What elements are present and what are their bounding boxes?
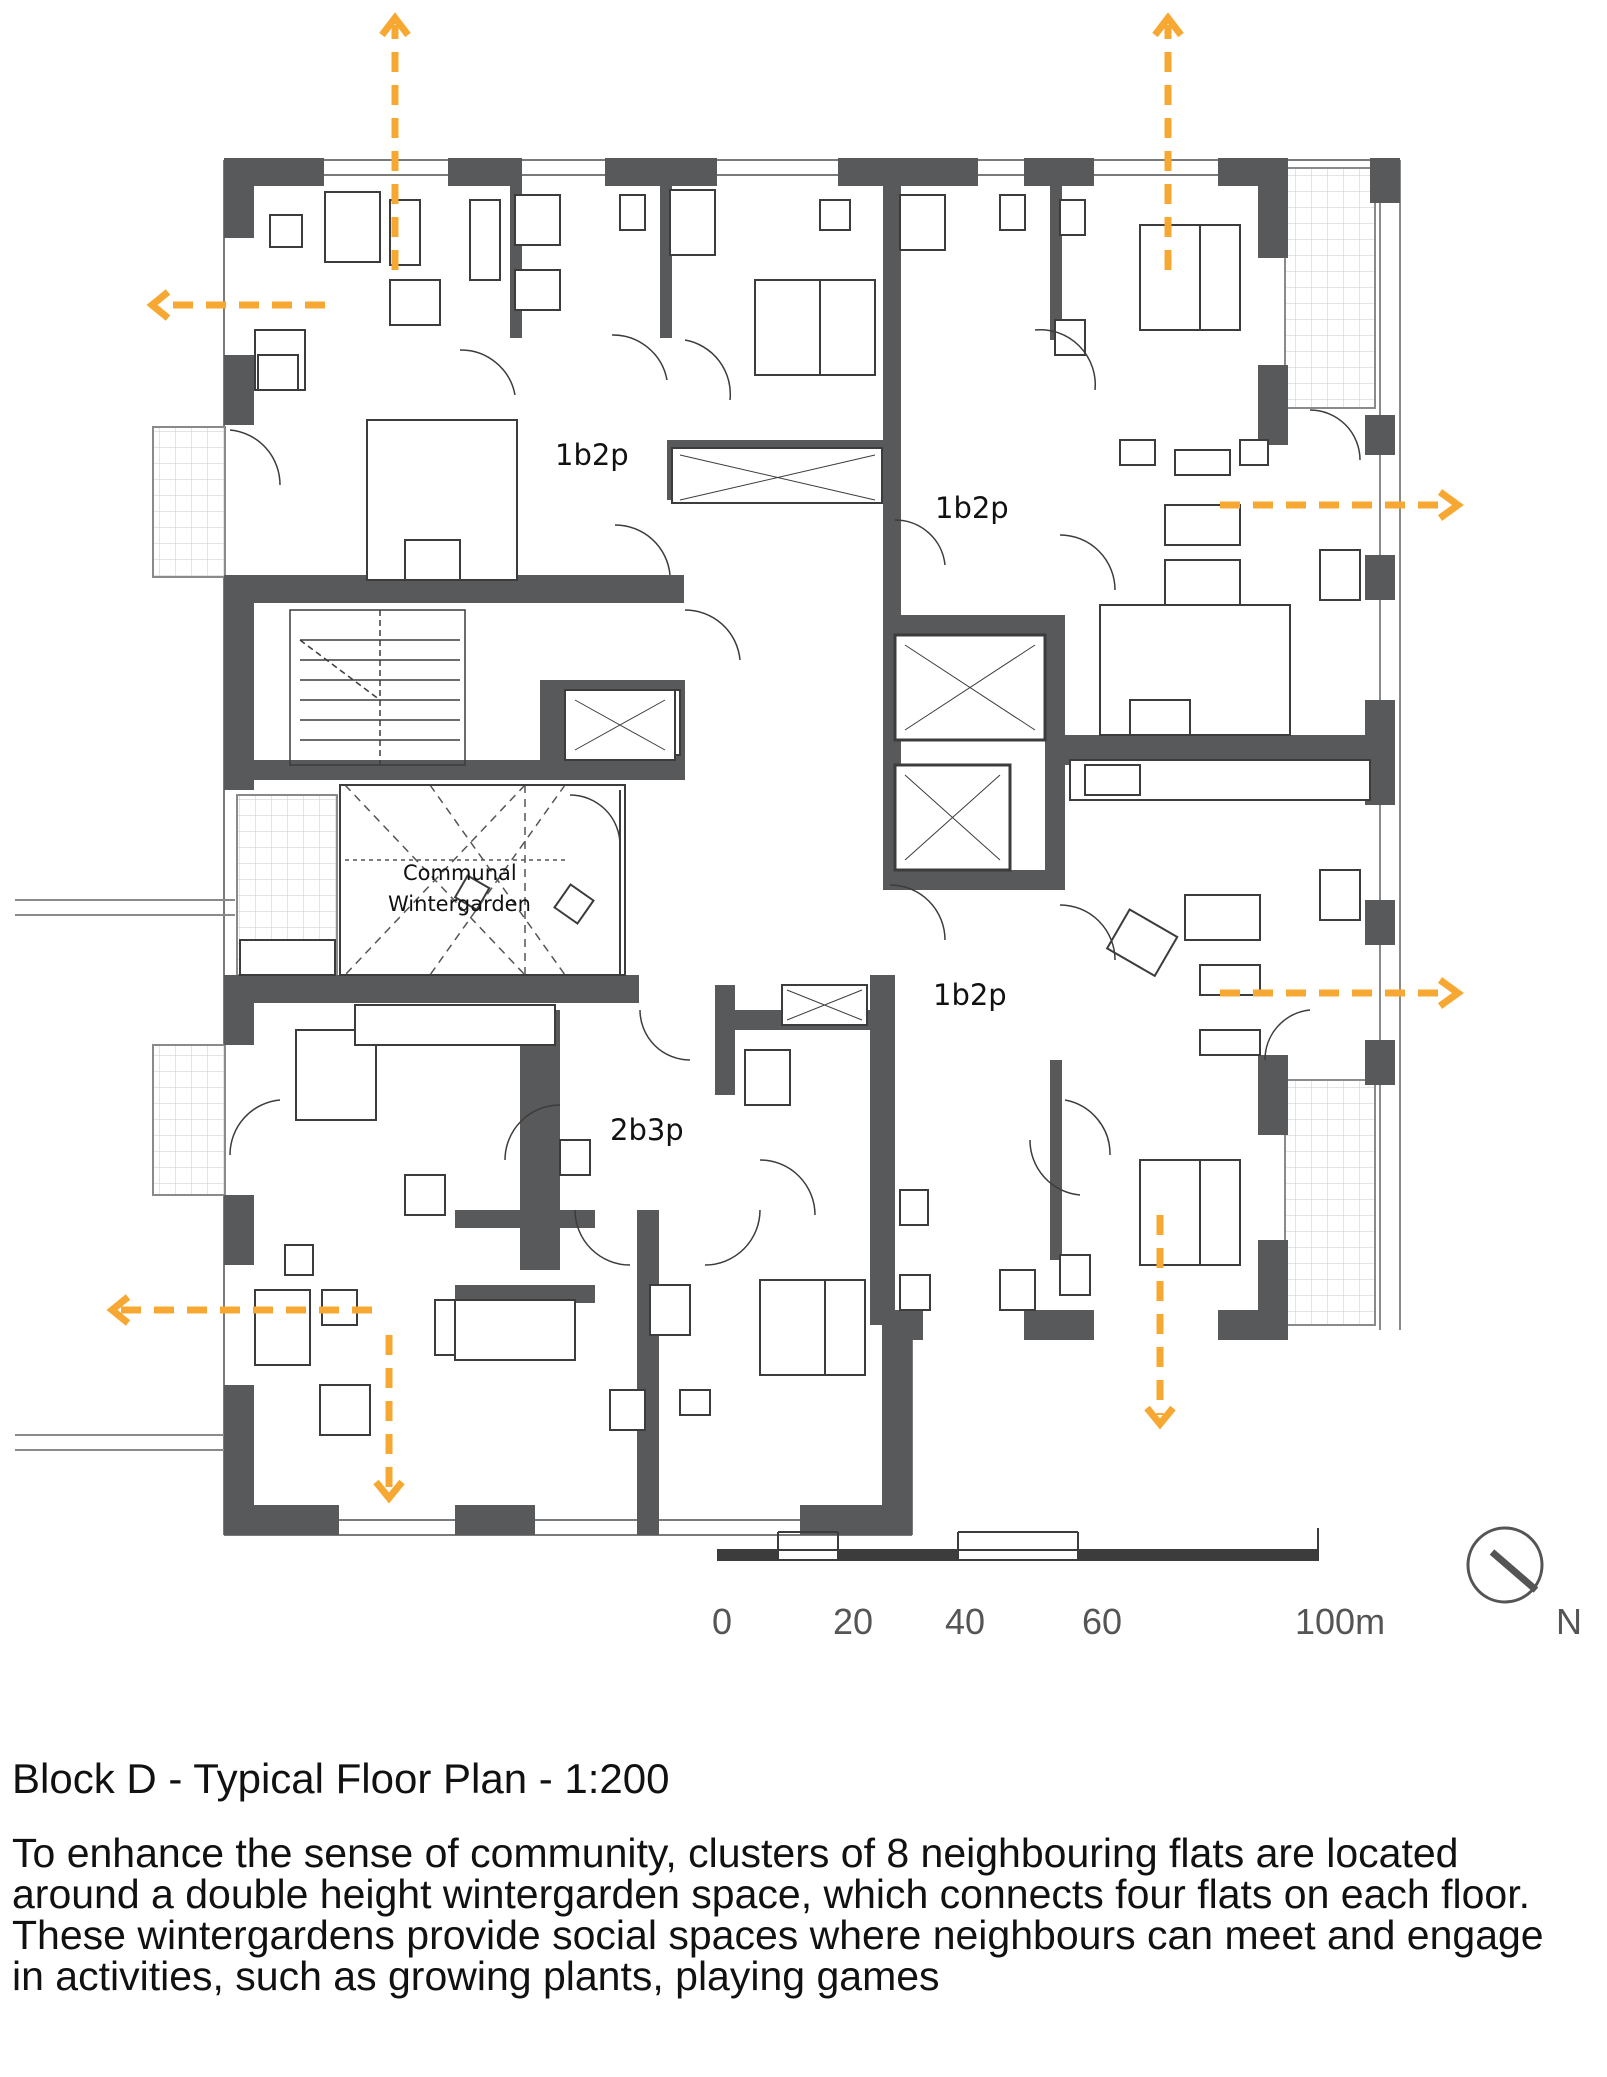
wintergarden-dashes — [344, 784, 566, 976]
scale-tick-20: 20 — [833, 1601, 873, 1642]
north-arrow-icon — [1466, 1526, 1544, 1604]
wintergarden-label-line1: Communal — [403, 861, 517, 885]
view-arrow-icon — [1220, 489, 1464, 521]
view-arrow-icon — [379, 12, 411, 270]
scale-bar: 0 20 40 60 100m — [712, 1528, 1385, 1642]
balcony-w-lower — [152, 1044, 226, 1196]
wintergarden-label-line2: Wintergarden — [388, 892, 531, 916]
view-arrow-icon — [1144, 1215, 1176, 1430]
balcony-se — [1284, 1079, 1376, 1326]
view-arrows — [106, 12, 1464, 1504]
view-arrow-icon — [146, 289, 325, 321]
caption-title: Block D - Typical Floor Plan - 1:200 — [12, 1755, 670, 1802]
balcony-w-upper — [152, 426, 226, 578]
unit-label-ne: 1b2p — [935, 491, 1009, 525]
scale-tick-60: 60 — [1082, 1601, 1122, 1642]
floor-plan: 1b2p 1b2p 1b2p 2b3p Communal Wintergarde… — [15, 12, 1582, 1642]
stair — [289, 609, 466, 766]
fixtures — [295, 419, 1371, 1121]
unit-label-sw: 2b3p — [610, 1113, 684, 1147]
view-arrow-icon — [1220, 977, 1464, 1009]
balcony-ne — [1284, 167, 1376, 409]
view-arrow-icon — [1152, 12, 1184, 270]
view-arrow-icon — [373, 1335, 405, 1504]
scale-tick-100: 100m — [1295, 1601, 1385, 1642]
unit-label-nw: 1b2p — [555, 438, 629, 472]
caption-body: To enhance the sense of community, clust… — [12, 1830, 1544, 1999]
north-label: N — [1556, 1601, 1582, 1642]
wintergarden-frame — [339, 784, 626, 976]
scale-tick-40: 40 — [945, 1601, 985, 1642]
view-arrow-icon — [106, 1294, 372, 1326]
furniture — [239, 189, 1361, 1436]
door-swings — [229, 329, 1361, 1266]
caption: Block D - Typical Floor Plan - 1:200 To … — [12, 1755, 1572, 1997]
unit-label-se: 1b2p — [933, 978, 1007, 1012]
scale-tick-0: 0 — [712, 1601, 732, 1642]
